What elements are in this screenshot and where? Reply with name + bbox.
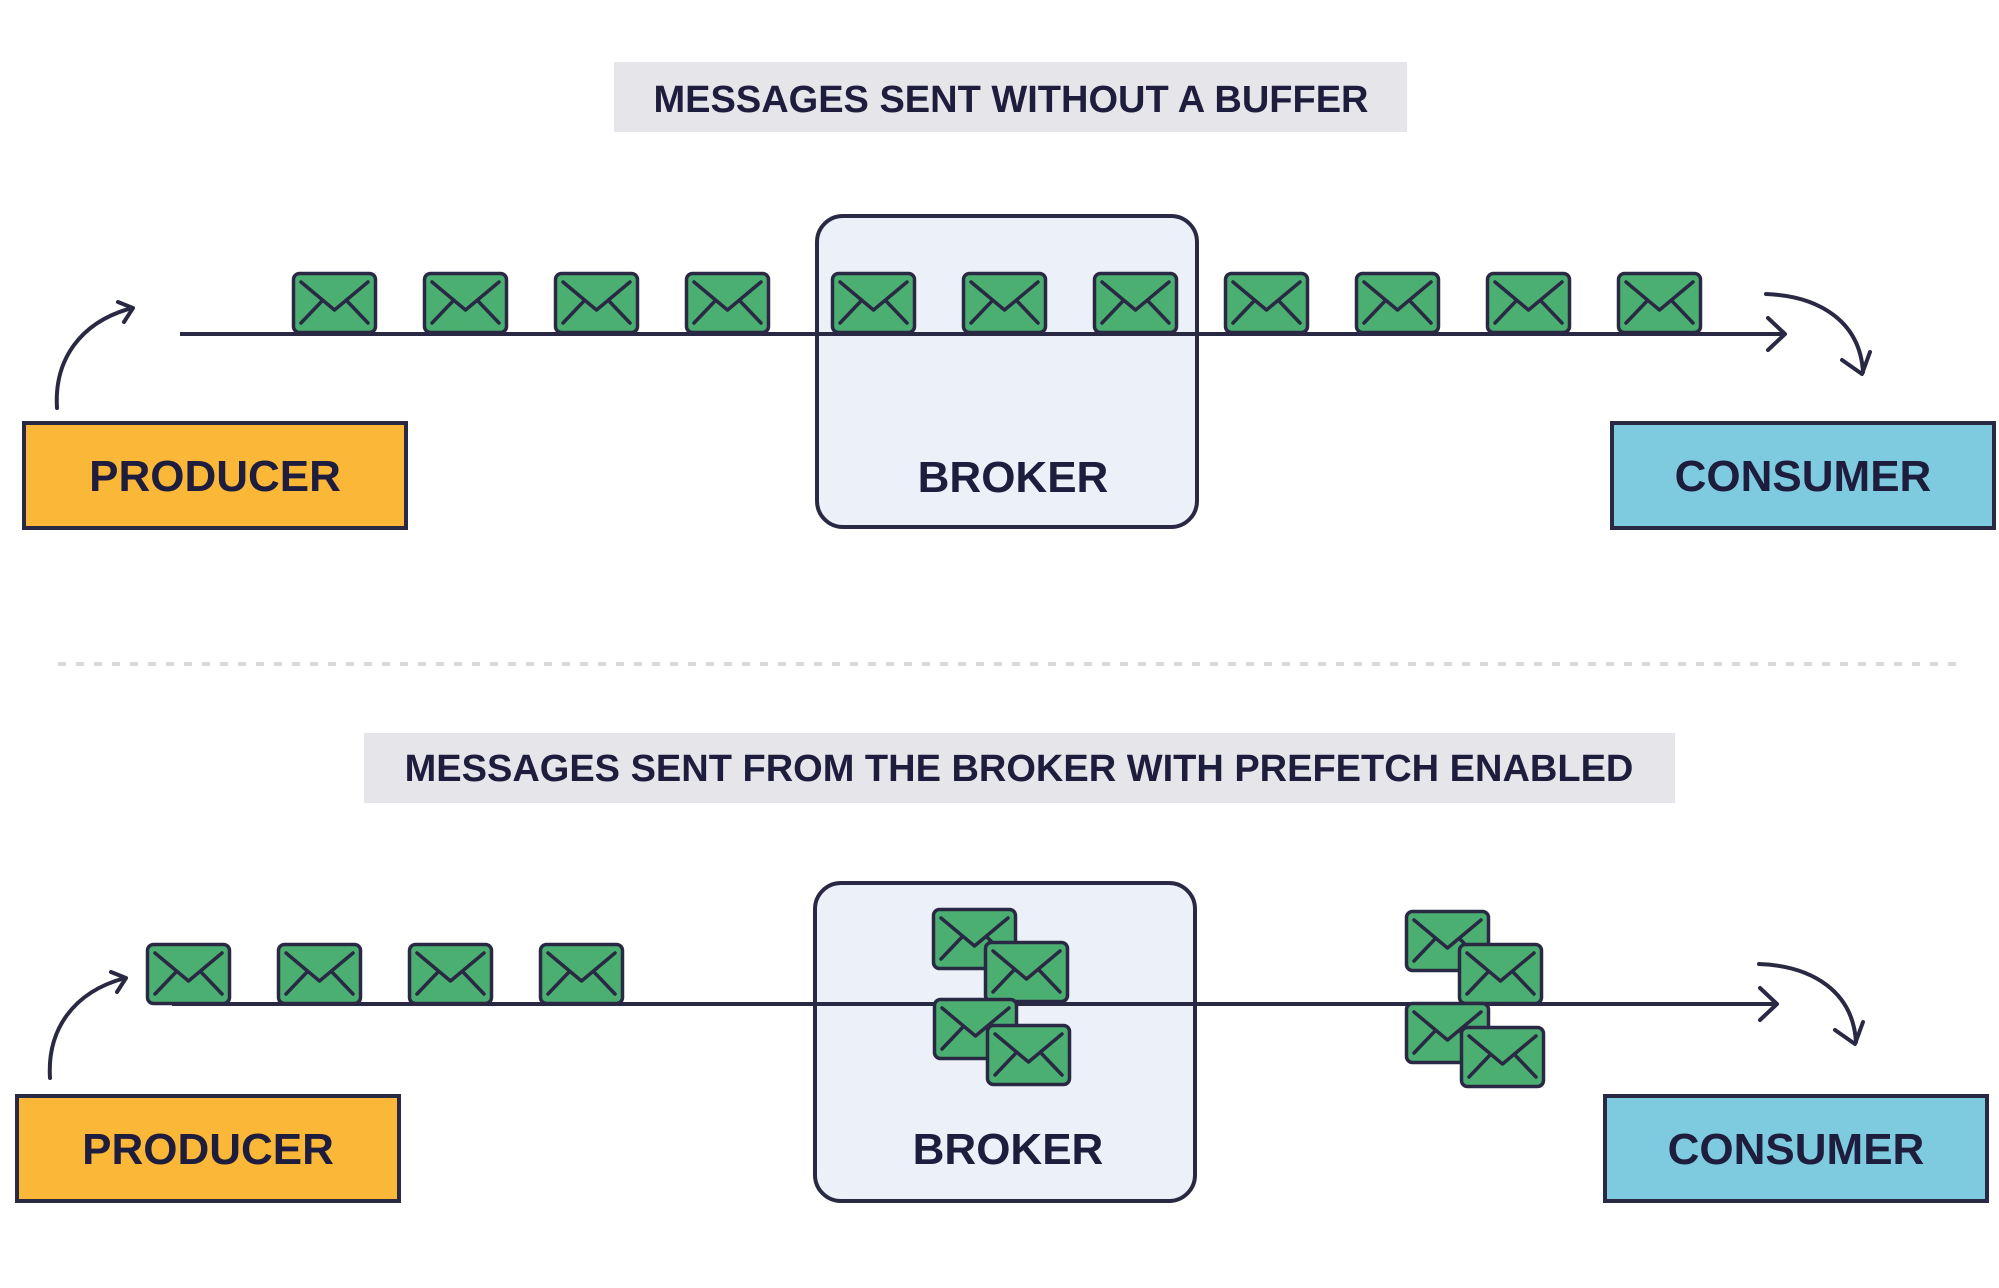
top-message-row: [291, 271, 1703, 335]
bottom-consumer-curved-arrow-icon: [1757, 962, 1865, 1046]
bottom-queued-messages: [145, 942, 625, 1006]
top-consumer-curved-arrow-icon: [1764, 292, 1872, 376]
top-broker-label: BROKER: [918, 453, 1109, 502]
envelope-icon: [1092, 271, 1179, 335]
envelope-icon: [407, 942, 494, 1006]
bottom-consumer-label: CONSUMER: [1668, 1125, 1925, 1174]
envelope-icon: [291, 271, 378, 335]
envelope-icon: [985, 1023, 1072, 1087]
bottom-title-bg: [364, 733, 1675, 803]
bottom-producer-curved-arrow-icon: [47, 970, 128, 1080]
envelope-icon: [830, 271, 917, 335]
top-consumer-box: [1610, 421, 1996, 530]
envelope-icon: [276, 942, 363, 1006]
envelope-icon: [553, 271, 640, 335]
envelope-icon: [1354, 271, 1441, 335]
top-title: MESSAGES SENT WITHOUT A BUFFER: [654, 79, 1369, 121]
bottom-title: MESSAGES SENT FROM THE BROKER WITH PREFE…: [405, 748, 1634, 790]
top-producer-label: PRODUCER: [89, 452, 341, 501]
top-flow-arrowhead-icon: [1766, 316, 1787, 352]
top-consumer-label: CONSUMER: [1675, 452, 1932, 501]
envelope-icon: [1457, 942, 1544, 1006]
bottom-producer-box: [15, 1094, 401, 1203]
envelope-icon: [983, 940, 1070, 1004]
envelope-icon: [145, 942, 232, 1006]
envelope-icon: [538, 942, 625, 1006]
bottom-broker-label: BROKER: [913, 1125, 1104, 1174]
bottom-consumer-box: [1603, 1094, 1989, 1203]
envelope-icon: [1485, 271, 1572, 335]
envelope-icon: [1223, 271, 1310, 335]
envelope-icon: [1616, 271, 1703, 335]
in-transit-batch: [1404, 909, 1546, 1089]
top-producer-curved-arrow-icon: [54, 300, 135, 410]
envelope-icon: [684, 271, 771, 335]
top-producer-box: [22, 421, 408, 530]
top-title-bg: [614, 62, 1407, 132]
bottom-flow-arrowhead-icon: [1758, 986, 1779, 1022]
envelope-icon: [422, 271, 509, 335]
bottom-producer-label: PRODUCER: [82, 1125, 334, 1174]
envelope-icon: [961, 271, 1048, 335]
envelope-icon: [1459, 1025, 1546, 1089]
